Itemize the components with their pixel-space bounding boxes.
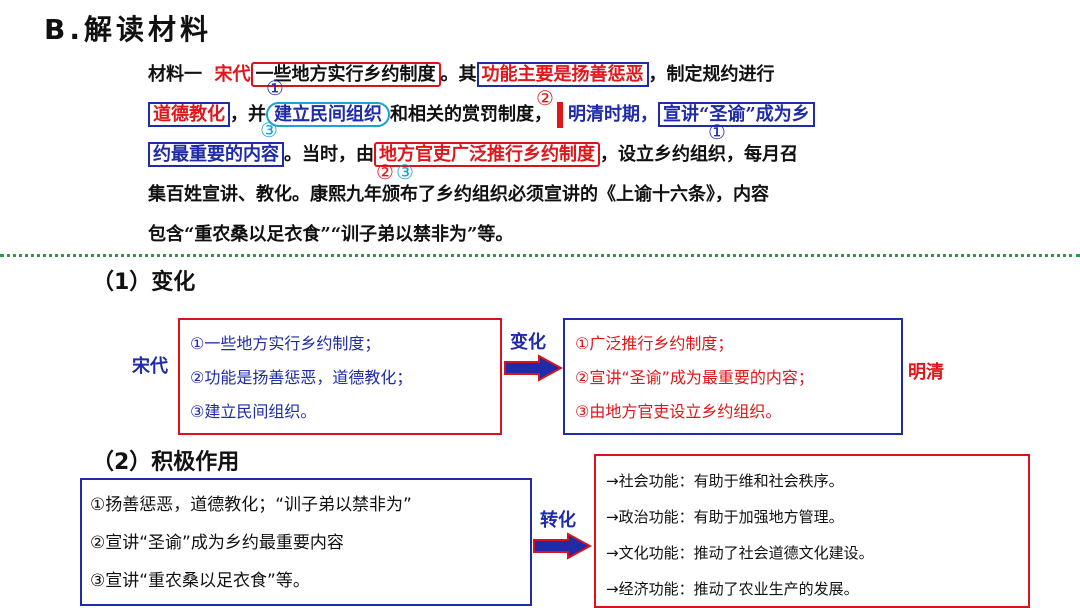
ming-item: ①广泛推行乡约制度； [575, 334, 734, 353]
change-arrow-label: 变化 [510, 332, 546, 353]
marker-2-ming: ② [376, 160, 394, 184]
song-changes-box: ①一些地方实行乡约制度； ②功能是扬善惩恶，道德教化； ③建立民间组织。 [178, 318, 502, 435]
ming-item: ②宣讲“圣谕”成为最重要的内容； [575, 368, 814, 387]
ming-changes-box: ①广泛推行乡约制度； ②宣讲“圣谕”成为最重要的内容； ③由地方官吏设立乡约组织… [563, 318, 903, 435]
song-item: ③建立民间组织。 [190, 402, 317, 421]
marker-3-organization: ③ [260, 118, 278, 142]
song-item: ②功能是扬善惩恶，道德教化； [190, 368, 413, 387]
role-item: ①扬善惩恶，道德教化；“训子弟以禁非为” [90, 495, 412, 515]
passage-line-3: 约最重要的内容。当时，由地方官吏广泛推行乡约制度，设立乡约组织，每月召 [148, 140, 798, 170]
ming-item: ③由地方官吏设立乡约组织。 [575, 402, 782, 421]
ming-label: 明清 [908, 362, 944, 383]
marker-3-ming: ③ [396, 160, 414, 184]
positive-roles-box: ①扬善惩恶，道德教化；“训子弟以禁非为” ②宣讲“圣谕”成为乡约最重要内容 ③宣… [80, 478, 532, 606]
transform-arrow-icon [533, 532, 592, 560]
highlight-official-policy: 地方官吏广泛推行乡约制度 [374, 142, 600, 167]
page-title: B.解读材料 [44, 13, 212, 46]
role-item: ③宣讲“重农桑以足衣食”等。 [90, 571, 310, 591]
change-arrow-icon [504, 354, 563, 382]
red-divider-bar [557, 102, 563, 128]
highlight-edict-cont: 约最重要的内容 [148, 142, 284, 167]
material-label: 材料一 [148, 64, 202, 85]
dotted-divider [0, 254, 1080, 257]
function-item: →文化功能：推动了社会道德文化建设。 [606, 544, 874, 562]
marker-1-song: ① [266, 76, 284, 100]
passage-line-1: 材料一 宋代一些地方实行乡约制度。其功能主要是扬善惩恶，制定规约进行 [148, 62, 775, 87]
function-item: →政治功能：有助于加强地方管理。 [606, 508, 844, 526]
functions-box: →社会功能：有助于维和社会秩序。 →政治功能：有助于加强地方管理。 →文化功能：… [594, 454, 1030, 608]
function-item: →经济功能：推动了农业生产的发展。 [606, 580, 859, 598]
function-item: →社会功能：有助于维和社会秩序。 [606, 472, 844, 490]
ming-qing-text: 明清时期， [568, 104, 658, 125]
song-label: 宋代 [132, 356, 168, 377]
highlight-imperial-edict: 宣讲“圣谕”成为乡 [658, 102, 815, 127]
passage-line-2: 道德教化，并建立民间组织和相关的赏罚制度，明清时期，宣讲“圣谕”成为乡 [148, 100, 815, 130]
song-dynasty-text: 宋代 [214, 64, 251, 85]
highlight-moral-education: 道德教化 [148, 102, 230, 127]
highlight-function: 功能主要是扬善惩恶 [476, 62, 649, 87]
section-change-heading: （1）变化 [92, 270, 196, 295]
marker-2-function: ② [536, 86, 554, 110]
song-item: ①一些地方实行乡约制度； [190, 334, 381, 353]
transform-arrow-label: 转化 [540, 510, 576, 531]
passage-line-5: 包含“重农桑以足衣食”“训子弟以禁非为”等。 [148, 224, 514, 245]
passage-line-4: 集百姓宣讲、教化。康熙九年颁布了乡约组织必须宣讲的《上谕十六条》，内容 [148, 184, 769, 205]
role-item: ②宣讲“圣谕”成为乡约最重要内容 [90, 533, 344, 553]
highlight-song-policy: 一些地方实行乡约制度 [250, 62, 441, 87]
marker-1-ming: ① [708, 120, 726, 144]
section-role-heading: （2）积极作用 [92, 450, 240, 475]
highlight-civil-organization: 建立民间组织 [266, 102, 390, 127]
